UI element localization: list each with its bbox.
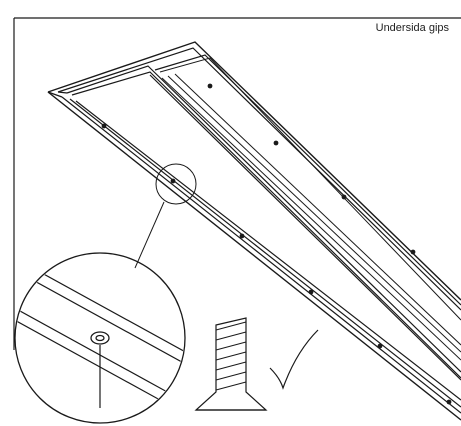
zoomed-detail [16, 254, 184, 422]
screw-hole [308, 289, 314, 295]
ceiling-corner [13, 17, 461, 350]
screw-hole [273, 140, 279, 146]
screw-hole [377, 343, 383, 349]
screw-hole [446, 399, 452, 405]
screw-holes [101, 83, 452, 405]
countersunk-screw-icon [194, 317, 268, 411]
screw-hole [239, 233, 245, 239]
caption-label: Undersida gips [375, 22, 449, 34]
screw-hole [410, 249, 416, 255]
screw-hole [341, 194, 347, 200]
checkmark-icon [269, 329, 319, 390]
detail-magnifier-icon [14, 163, 197, 424]
screw-hole [101, 123, 107, 129]
screw-hole [170, 178, 176, 184]
screw-hole [207, 83, 213, 89]
profile-frame [47, 41, 461, 421]
